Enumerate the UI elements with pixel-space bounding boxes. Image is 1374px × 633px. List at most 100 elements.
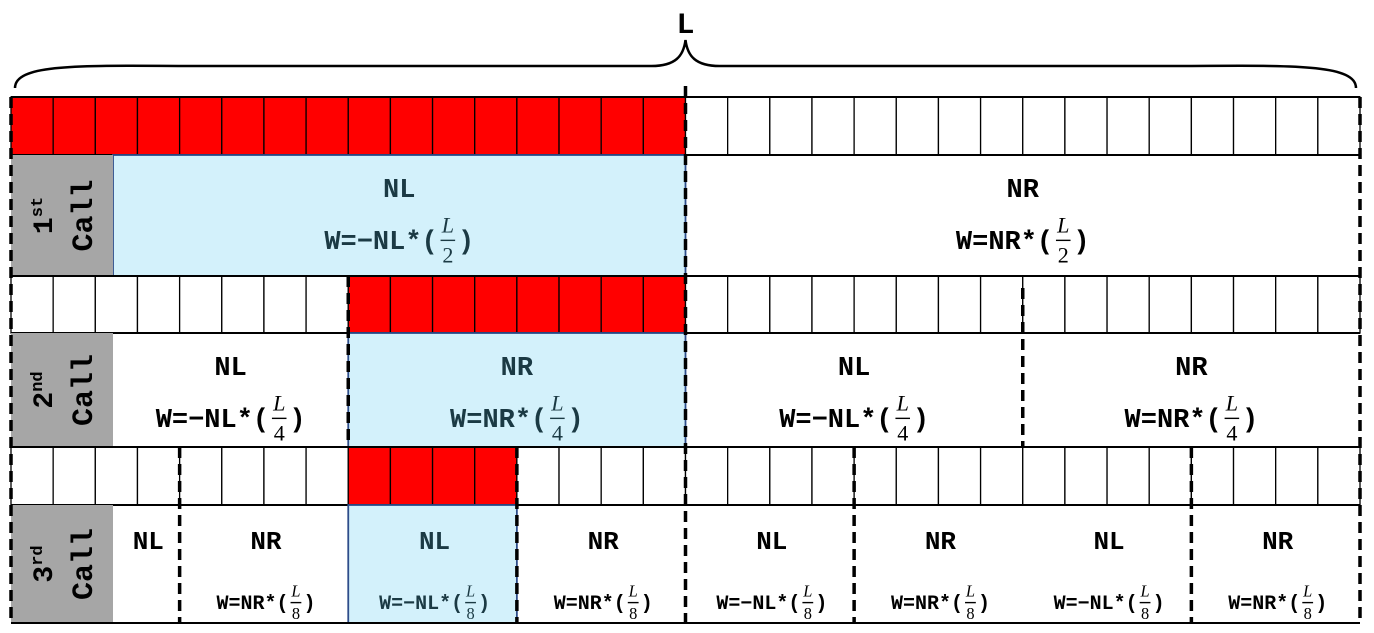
cell-empty — [937, 446, 982, 506]
cell-empty — [642, 446, 687, 506]
cell-filled — [558, 275, 602, 334]
segment-label: NR — [1262, 527, 1294, 557]
cell-filled — [94, 96, 139, 156]
segment-label: NR — [588, 527, 620, 557]
cell-empty — [684, 96, 729, 156]
call-word: Call — [68, 528, 102, 600]
cell-empty — [895, 96, 940, 156]
fraction-denominator: 4 — [274, 420, 285, 445]
cell-empty — [853, 96, 897, 156]
formula-text: W=−NL*( — [779, 406, 892, 436]
highlighted-segment — [347, 332, 687, 448]
cell-empty — [263, 275, 307, 334]
cell-empty — [853, 275, 897, 334]
fraction-numerator: L — [465, 582, 475, 601]
segment-label: NL — [838, 354, 870, 384]
fraction-numerator: L — [965, 582, 975, 601]
segment-formula: W=NR*(L4) — [1125, 390, 1259, 445]
cell-empty — [1190, 446, 1235, 506]
segment-formula: W=−NL*(L8) — [1054, 582, 1165, 623]
cell-empty — [10, 275, 54, 334]
cell-empty — [10, 446, 54, 506]
cell-filled — [221, 96, 265, 156]
segment-formula: W=−NL*(L4) — [156, 390, 306, 445]
segment-formula: W=−NL*(L8) — [379, 582, 490, 623]
cell-filled — [600, 96, 644, 156]
cell-filled — [431, 446, 476, 506]
cell-empty — [1064, 446, 1108, 506]
cell-empty — [1190, 96, 1235, 156]
cell-empty — [558, 446, 602, 506]
cell-empty — [769, 96, 813, 156]
cell-empty — [1317, 275, 1361, 334]
cell-empty — [94, 275, 139, 334]
cell-empty — [516, 446, 560, 506]
cell-empty — [52, 275, 96, 334]
formula-close-paren: ) — [568, 406, 584, 436]
cell-filled — [642, 275, 687, 334]
cell-empty — [1232, 446, 1277, 506]
segment-label: NL — [383, 176, 415, 206]
segment-label: NL — [419, 527, 450, 557]
fraction-numerator: L — [1140, 582, 1150, 601]
call-ordinal: 1st — [29, 197, 61, 234]
segment-label: NL — [133, 527, 164, 557]
cell-empty — [895, 275, 940, 334]
segment-label: NR — [250, 527, 282, 557]
cell-filled — [642, 96, 687, 156]
cell-filled — [431, 96, 476, 156]
cell-empty — [937, 275, 982, 334]
cell-empty — [305, 275, 349, 334]
formula-close-paren: ) — [1315, 593, 1327, 616]
cell-empty — [727, 275, 771, 334]
cell-filled — [389, 275, 434, 334]
call-ordinal: 3rd — [29, 545, 61, 582]
fraction-numerator: L — [628, 582, 638, 601]
segment-formula: W=−NL*(L8) — [716, 582, 827, 623]
formula-close-paren: ) — [289, 406, 305, 436]
cell-filled — [347, 96, 392, 156]
cell-filled — [474, 96, 518, 156]
formula-text: W=−NL*( — [379, 593, 463, 616]
call-label-box — [11, 155, 113, 276]
fraction-numerator: L — [1056, 212, 1069, 237]
formula-text: W=−NL*( — [716, 593, 800, 616]
fraction-denominator: 8 — [1304, 604, 1312, 623]
cell-empty — [52, 446, 96, 506]
cell-empty — [1275, 446, 1319, 506]
cell-empty — [1022, 275, 1066, 334]
segment-formula: W=NR*(L8) — [891, 582, 990, 623]
segment-formula: W=NR*(L4) — [450, 390, 584, 445]
segment-label: NL — [756, 527, 787, 557]
segment-label: NR — [1175, 354, 1208, 384]
cell-filled — [347, 446, 392, 506]
formula-close-paren: ) — [1073, 228, 1089, 258]
formula-text: W=NR*( — [554, 593, 626, 616]
cell-filled — [516, 96, 560, 156]
formula-close-paren: ) — [1153, 593, 1165, 616]
cell-empty — [1022, 96, 1066, 156]
cell-empty — [1106, 275, 1150, 334]
formula-text: W=−NL*( — [156, 406, 269, 436]
cell-filled — [178, 96, 223, 156]
cell-empty — [1275, 96, 1319, 156]
cell-filled — [431, 275, 476, 334]
fraction-denominator: 2 — [442, 242, 453, 267]
top-brace: L — [13, 9, 1358, 89]
fraction-numerator: L — [290, 582, 300, 601]
fraction-numerator: L — [896, 390, 909, 415]
segment-formula: W=−NL*(L2) — [324, 212, 474, 267]
cell-filled — [347, 275, 392, 334]
cell-filled — [516, 275, 560, 334]
cell-empty — [178, 275, 223, 334]
cell-empty — [979, 446, 1024, 506]
cell-empty — [979, 96, 1024, 156]
formula-close-paren: ) — [978, 593, 990, 616]
cell-filled — [263, 96, 307, 156]
cell-filled — [52, 96, 96, 156]
dashed-dividers — [9, 86, 1362, 623]
cell-empty — [136, 275, 181, 334]
